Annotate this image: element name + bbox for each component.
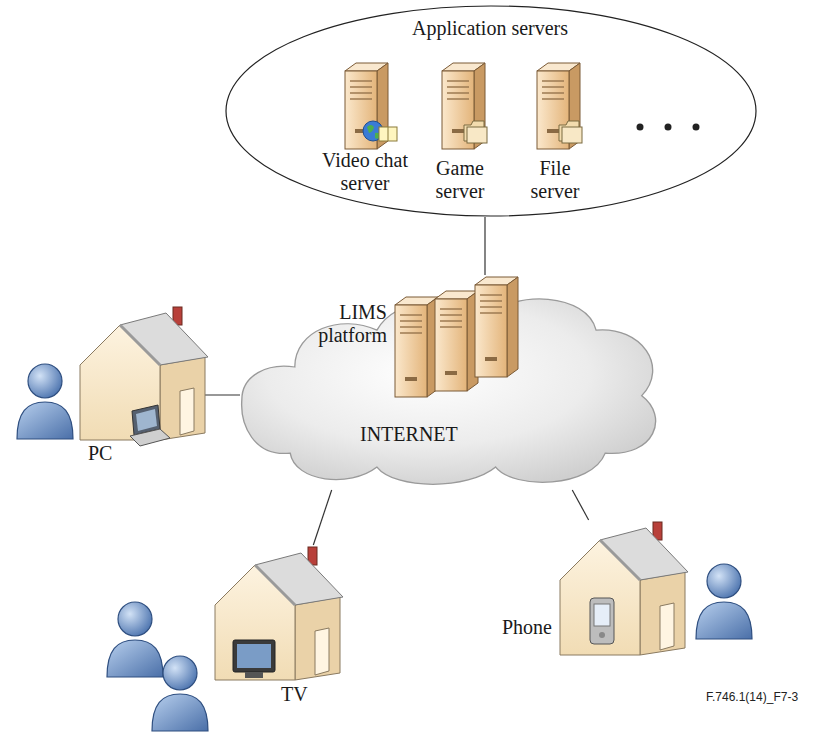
network-link bbox=[572, 490, 588, 520]
network-link bbox=[205, 394, 240, 395]
node-label: INTERNET bbox=[360, 423, 500, 446]
file-server: File server bbox=[515, 53, 597, 205]
node-label: Application servers bbox=[225, 17, 755, 40]
server-group-ellipse: Application serversVideo chat serverGame… bbox=[225, 5, 757, 217]
node-label: PC bbox=[88, 442, 128, 465]
network-link bbox=[313, 490, 331, 545]
home-phone: Phone bbox=[500, 520, 695, 670]
node-label: File server bbox=[515, 157, 595, 203]
node-label: TV bbox=[281, 683, 321, 706]
user-icon bbox=[107, 602, 163, 677]
node-label: LIMS platform bbox=[295, 301, 387, 347]
node-label: Game server bbox=[420, 157, 500, 203]
figure-id: F.746.1(14)_F7-3 bbox=[706, 690, 798, 704]
user-icon bbox=[152, 656, 208, 731]
home-tv: TV bbox=[215, 545, 345, 710]
node-label: Video chat server bbox=[315, 149, 415, 195]
game-server: Game server bbox=[420, 53, 502, 205]
video-chat-server: Video chat server bbox=[315, 53, 417, 198]
home-pc: PC bbox=[80, 300, 205, 468]
lims-platform: LIMS platform bbox=[295, 275, 535, 395]
node-label: Phone bbox=[502, 616, 562, 639]
node-illustration bbox=[500, 520, 695, 670]
user-icon bbox=[17, 364, 73, 439]
user-icon bbox=[696, 564, 752, 639]
node-illustration bbox=[215, 545, 345, 710]
network-link bbox=[484, 217, 485, 275]
